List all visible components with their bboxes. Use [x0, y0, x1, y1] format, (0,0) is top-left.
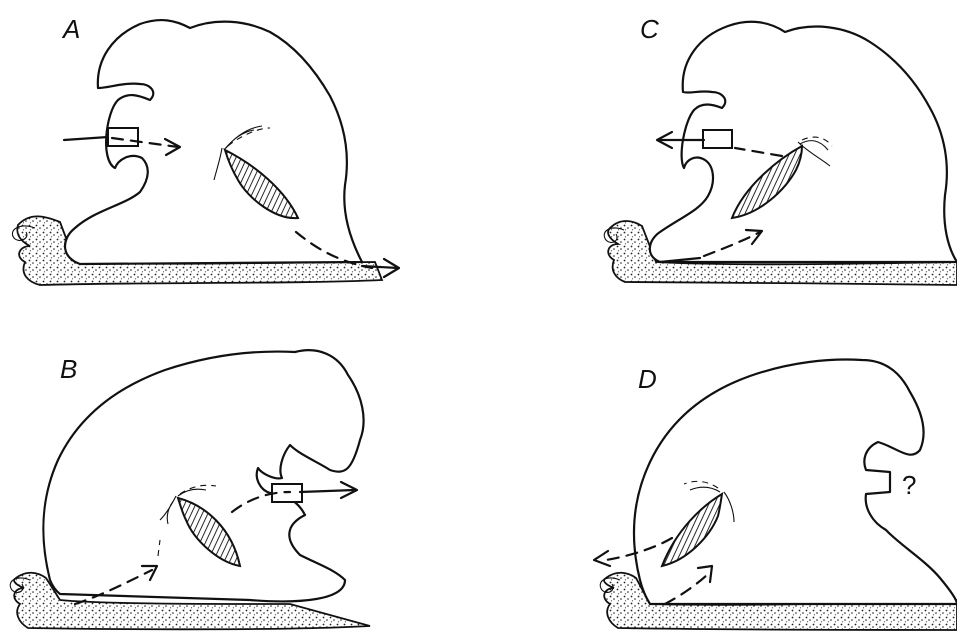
panel-c: C — [604, 14, 957, 285]
panel-label-a: A — [61, 14, 80, 44]
panel-label-c: C — [640, 14, 659, 44]
outflow-arrow-b — [300, 490, 355, 492]
shell-body-b — [43, 350, 363, 601]
panel-b: B — [10, 350, 370, 629]
panel-label-d: D — [638, 364, 657, 394]
panel-d: D ? — [594, 360, 957, 630]
siphon-c — [703, 130, 732, 148]
unknown-flow-question-mark: ? — [902, 470, 916, 500]
panel-a: A — [12, 14, 399, 285]
arrowhead-d1 — [594, 551, 610, 566]
inflow-arrow-a — [64, 137, 108, 140]
panel-label-b: B — [60, 354, 77, 384]
